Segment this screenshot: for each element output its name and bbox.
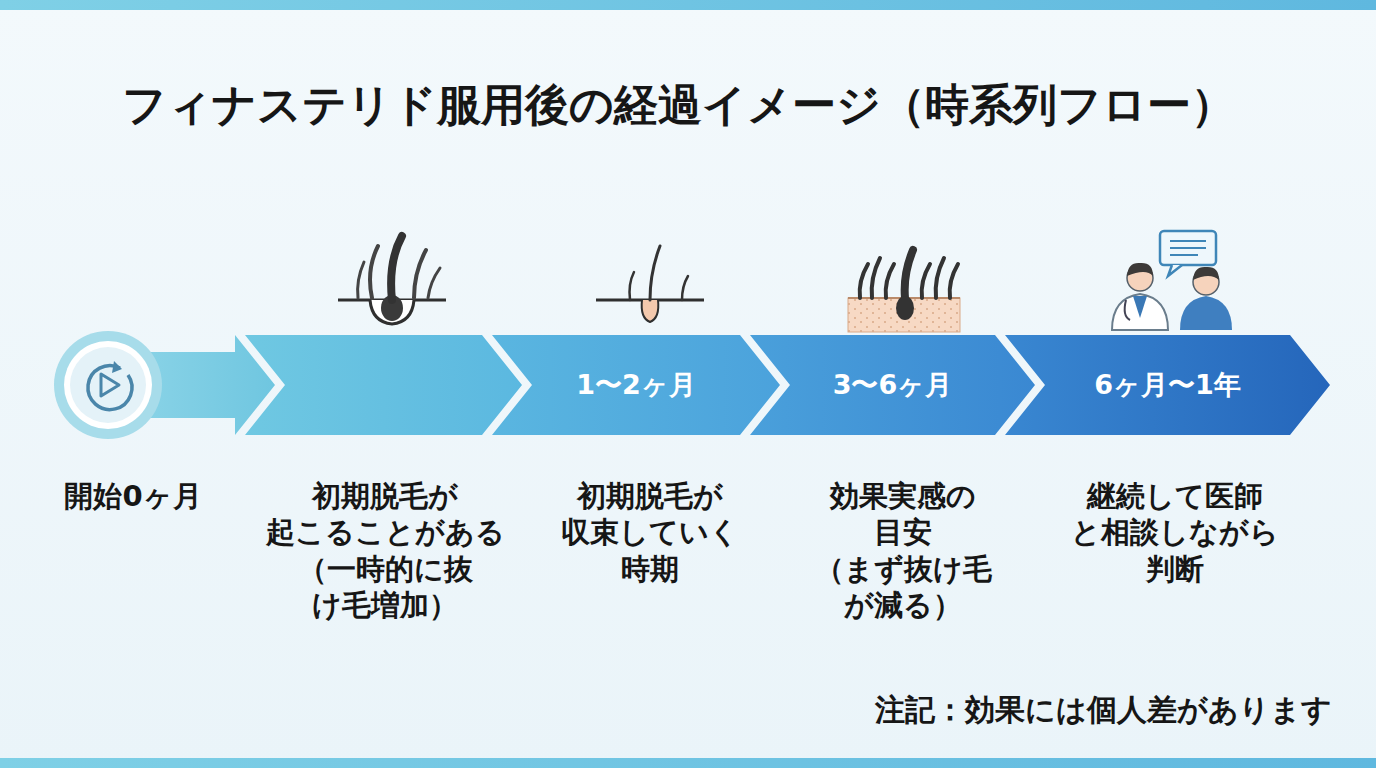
- start-ring: [54, 331, 162, 439]
- bottom-bar: [0, 758, 1376, 768]
- play-symbol: [101, 374, 119, 396]
- hair-strand: [860, 264, 868, 298]
- doctor-consultation-icon: [1112, 231, 1232, 330]
- diagram-title: フィナステリド服用後の経過イメージ（時系列フロー）: [0, 76, 1356, 135]
- timeline-chevron: 初期脱毛が 起こることがある （一時的に抜 け毛増加）: [245, 335, 522, 435]
- hair-strand: [922, 264, 930, 298]
- stage-description: 継続して医師 と相談しながら 判断: [1060, 478, 1290, 587]
- top-bar: [0, 0, 1376, 10]
- chevron-body: [750, 335, 1035, 435]
- hair-strand: [950, 264, 958, 298]
- hair-strand: [872, 258, 880, 298]
- stage-description: 初期脱毛が 収束していく 時期: [540, 478, 760, 587]
- stage-description: 効果実感の 目安 （まず抜け毛 が減る）: [803, 478, 1003, 623]
- stage-duration: 3〜6ヶ月: [770, 335, 1015, 435]
- stage-description: 初期脱毛が 起こることがある （一時的に抜 け毛増加）: [260, 478, 510, 623]
- chevron-body: [1005, 335, 1330, 435]
- timeline-chevron: 3〜6ヶ月効果実感の 目安 （まず抜け毛 が減る）: [750, 335, 1035, 435]
- hair-strand: [886, 264, 894, 298]
- hair-shedding-icon: [338, 236, 446, 324]
- chevron-body: [492, 335, 780, 435]
- hair-strand: [905, 250, 913, 298]
- stage-duration: 6ヶ月〜1年: [1025, 335, 1310, 435]
- arrow-shape: [55, 330, 275, 440]
- start-disc: [64, 341, 152, 429]
- note-label: 注記：効果には個人差があります: [875, 690, 1332, 731]
- start-arrow: 開始0ヶ月: [55, 330, 275, 440]
- hair-strand: [936, 258, 944, 298]
- hair-thin-icon: [596, 246, 704, 322]
- replay-ring: [88, 366, 132, 410]
- stage-description: 開始0ヶ月: [18, 478, 248, 514]
- hair-growth-icon: [848, 250, 960, 332]
- stage-duration: 1〜2ヶ月: [512, 335, 760, 435]
- timeline-chevron: 6ヶ月〜1年継続して医師 と相談しながら 判断: [1005, 335, 1330, 435]
- arrow-shape: [245, 335, 522, 435]
- replay-head: [112, 361, 122, 373]
- start-inner: [70, 347, 146, 423]
- timeline-chevron: 1〜2ヶ月初期脱毛が 収束していく 時期: [492, 335, 780, 435]
- chevron-body: [245, 335, 522, 435]
